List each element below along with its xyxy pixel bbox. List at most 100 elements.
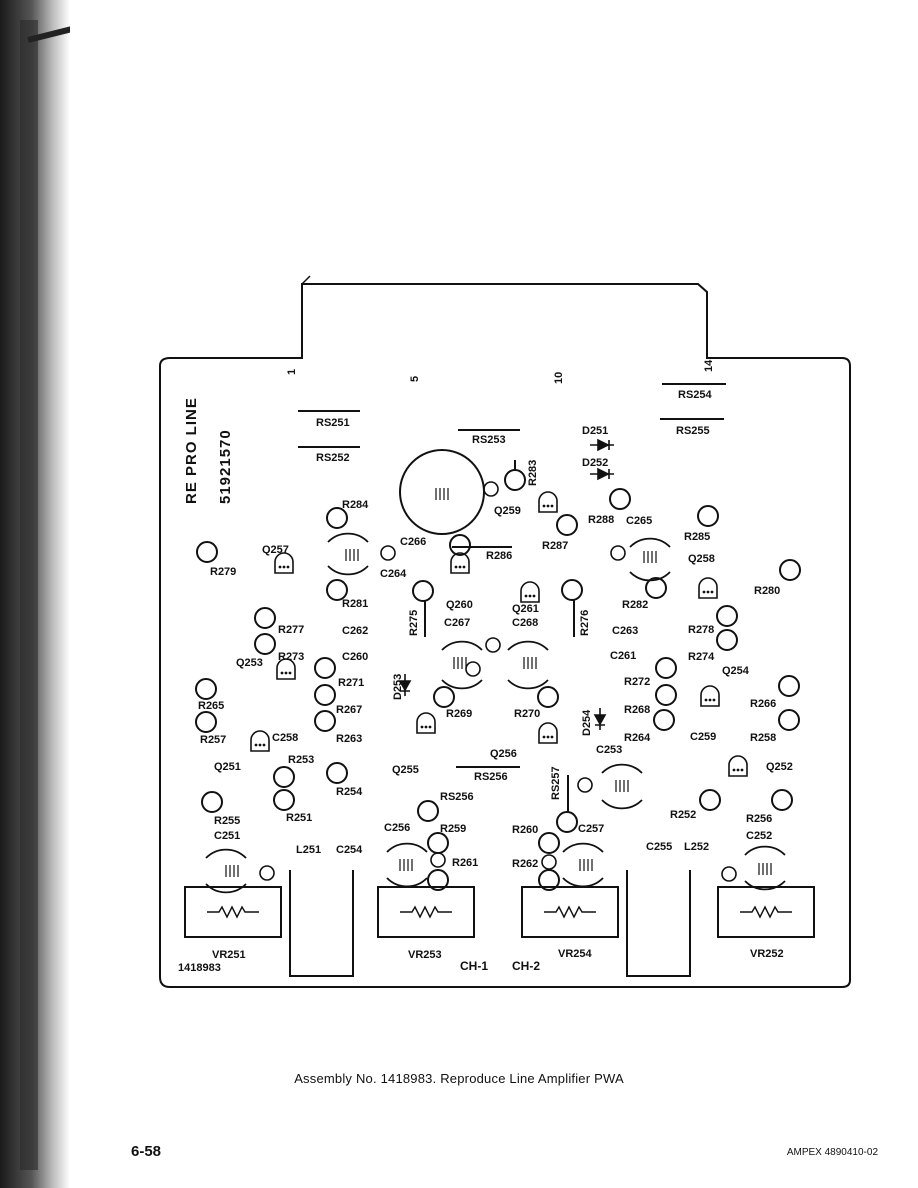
label-c258: C258 [272, 732, 298, 744]
label-r256: R256 [746, 813, 772, 825]
label-c252: C252 [746, 830, 772, 842]
label-r269: R269 [446, 708, 472, 720]
board-title: RE PRO LINE [183, 397, 200, 504]
label-q253: Q253 [236, 657, 263, 669]
label-c251: C251 [214, 830, 240, 842]
label-r252: R252 [670, 809, 696, 821]
label-r261: R261 [452, 857, 478, 869]
label-q258: Q258 [688, 553, 715, 565]
label-q252: Q252 [766, 761, 793, 773]
label-r266: R266 [750, 698, 776, 710]
board-outline [159, 283, 851, 988]
label-r281: R281 [342, 598, 368, 610]
label-q261: Q261 [512, 603, 539, 615]
label-ch2: CH-2 [512, 959, 540, 973]
assembly-id-label: 1418983 [178, 962, 221, 974]
label-r278: R278 [688, 624, 714, 636]
label-rs252: RS252 [316, 452, 350, 464]
label-q259: Q259 [494, 505, 521, 517]
label-c268: C268 [512, 617, 538, 629]
label-r253: R253 [288, 754, 314, 766]
label-rs253: RS253 [472, 434, 506, 446]
label-c264: C264 [380, 568, 407, 580]
label-vr251: VR251 [212, 949, 246, 961]
label-rs255: RS255 [676, 425, 710, 437]
binding-edge-shadow [0, 0, 70, 1188]
label-r270: R270 [514, 708, 540, 720]
label-rs257: RS257 [550, 766, 562, 800]
label-r287: R287 [542, 540, 568, 552]
label-r257: R257 [200, 734, 226, 746]
label-r276: R276 [579, 610, 591, 636]
label-c267: C267 [444, 617, 470, 629]
label-r263: R263 [336, 733, 362, 745]
label-q255: Q255 [392, 764, 419, 776]
label-r274: R274 [688, 651, 715, 663]
label-r283: R283 [527, 460, 539, 486]
label-c254: C254 [336, 844, 363, 856]
label-r258: R258 [750, 732, 776, 744]
label-d252: D252 [582, 457, 608, 469]
label-r285: R285 [684, 531, 710, 543]
label-r259: R259 [440, 823, 466, 835]
label-vr252: VR252 [750, 948, 784, 960]
label-r279: R279 [210, 566, 236, 578]
document-code: AMPEX 4890410-02 [786, 1147, 878, 1158]
label-c257: C257 [578, 823, 604, 835]
label-r273: R273 [278, 651, 304, 663]
label-d251: D251 [582, 425, 608, 437]
label-r262: R262 [512, 858, 538, 870]
label-c253: C253 [596, 744, 622, 756]
label-rs251: RS251 [316, 417, 350, 429]
label-r288: R288 [588, 514, 614, 526]
label-d253: D253 [392, 674, 404, 700]
label-c266: C266 [400, 536, 426, 548]
label-c263: C263 [612, 625, 638, 637]
label-r284: R284 [342, 499, 369, 511]
label-vr253: VR253 [408, 949, 442, 961]
label-q256: Q256 [490, 748, 517, 760]
label-r265: R265 [198, 700, 224, 712]
label-ch1: CH-1 [460, 959, 488, 973]
board-part-number: 51921570 [217, 429, 234, 504]
label-l252: L252 [684, 841, 709, 853]
label-q257: Q257 [262, 544, 289, 556]
label-q254: Q254 [722, 665, 750, 677]
label-l251: L251 [296, 844, 321, 856]
label-r267: R267 [336, 704, 362, 716]
label-c262: C262 [342, 625, 368, 637]
label-r280: R280 [754, 585, 780, 597]
label-c261: C261 [610, 650, 636, 662]
edge-pin-5: 5 [409, 376, 421, 382]
label-r260: R260 [512, 824, 538, 836]
edge-pin-10: 10 [553, 372, 565, 384]
label-c259: C259 [690, 731, 716, 743]
label-r251: R251 [286, 812, 312, 824]
label-rs254: RS254 [678, 389, 713, 401]
label-c265: C265 [626, 515, 652, 527]
label-r264: R264 [624, 732, 651, 744]
label-q260: Q260 [446, 599, 473, 611]
label-r272: R272 [624, 676, 650, 688]
label-c255: C255 [646, 841, 672, 853]
label-r254: R254 [336, 786, 363, 798]
label-r286: R286 [486, 550, 512, 562]
edge-pin-1: 1 [286, 369, 298, 375]
edge-pin-14: 14 [703, 359, 715, 372]
label-r255: R255 [214, 815, 240, 827]
label-c256: C256 [384, 822, 410, 834]
label-d254: D254 [581, 709, 593, 736]
label-vr254: VR254 [558, 948, 593, 960]
page-number: 6-58 [131, 1143, 162, 1160]
label-r277: R277 [278, 624, 304, 636]
label-c260: C260 [342, 651, 368, 663]
label-r275: R275 [408, 610, 420, 636]
label-r271: R271 [338, 677, 364, 689]
label-rs256b: RS256 [440, 791, 474, 803]
label-q251: Q251 [214, 761, 241, 773]
figure-caption: Assembly No. 1418983. Reproduce Line Amp… [294, 1071, 624, 1086]
label-rs256a: RS256 [474, 771, 508, 783]
label-r268: R268 [624, 704, 650, 716]
label-r282: R282 [622, 599, 648, 611]
